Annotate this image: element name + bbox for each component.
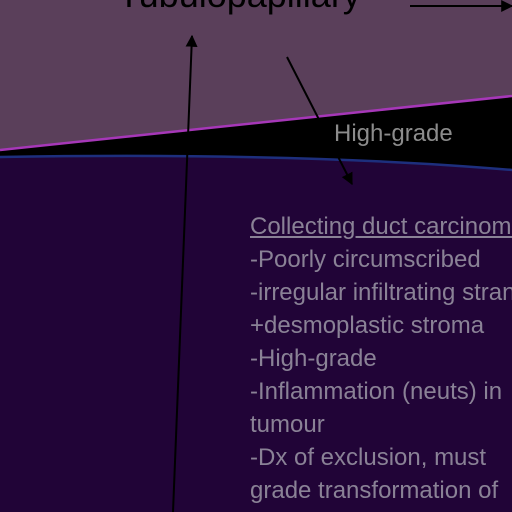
description-line: -irregular infiltrating strands — [250, 279, 512, 306]
description-line: -Inflammation (neuts) in — [250, 378, 503, 405]
arrow-down-right-icon — [286, 56, 353, 186]
lower-edge-line — [0, 154, 512, 172]
upper-region — [0, 0, 512, 150]
description-line: -Dx of exclusion, must — [250, 444, 487, 471]
description-line: -High-grade — [250, 345, 377, 372]
description-line: -Poorly circumscribed — [250, 246, 481, 273]
description-title: Collecting duct carcinoma — [250, 213, 512, 240]
description-block: Collecting duct carcinoma -Poorly circum… — [250, 210, 512, 507]
description-line: +desmoplastic stroma — [250, 312, 485, 339]
high-grade-band — [0, 96, 512, 170]
arrow-up-icon — [172, 34, 198, 512]
upper-edge-line — [0, 94, 512, 152]
tubulopapillary-label: Tubulopapillary — [118, 0, 361, 16]
description-line: grade transformation of — [250, 477, 499, 504]
description-line: tumour — [250, 411, 325, 438]
high-grade-label: High-grade — [334, 120, 453, 147]
